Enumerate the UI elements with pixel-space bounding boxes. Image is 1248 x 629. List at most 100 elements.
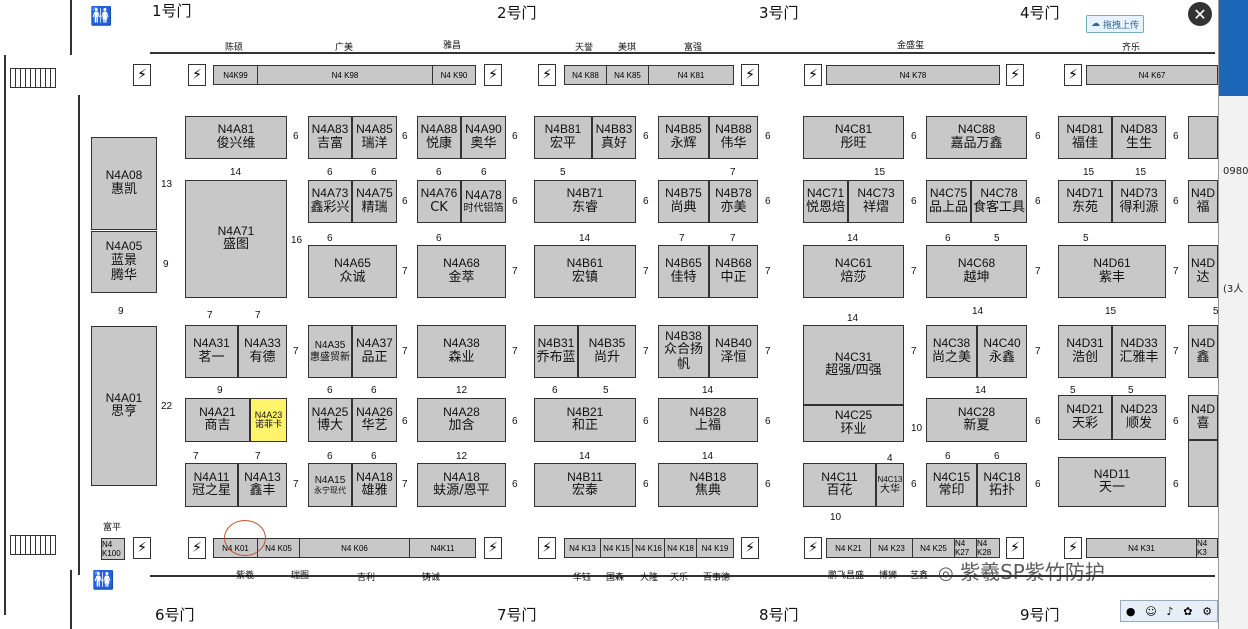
booth-n4b85[interactable]: N4B85 永辉 [658,116,709,159]
booth-n4b11[interactable]: N4B11 宏泰 [534,463,636,507]
booth-partial[interactable]: N4D 达 [1188,245,1218,298]
booth-n4c38[interactable]: N4C38 尚之美 [926,325,977,378]
booth-n4c75[interactable]: N4C75 品上品 [926,180,971,223]
booth-n4c71[interactable]: N4C71 悦恩焙 [803,180,848,223]
strip-cell[interactable]: N4 K25 [913,539,955,557]
strip-cell[interactable]: N4 K23 [871,539,913,557]
strip-cell[interactable]: N4 K100 [102,539,124,559]
strip-cell[interactable]: N4 K27 [955,539,977,557]
booth-n4d71[interactable]: N4D71 东苑 [1058,180,1112,223]
booth-n4c61[interactable]: N4C61 焙莎 [803,245,904,298]
booth-n4c81[interactable]: N4C81 彤旺 [803,116,904,159]
booth-n4a35[interactable]: N4A35 惠盛贸新 [308,325,352,378]
booth-partial[interactable]: N4D 福 [1188,180,1218,223]
strip-cell[interactable]: N4 K16 [633,539,665,557]
booth-n4a13[interactable]: N4A13 鑫丰 [238,463,287,507]
toolbar-icon[interactable]: ✿ [1183,604,1193,618]
booth-n4a31[interactable]: N4A31 茗一 [185,325,238,378]
booth-n4d11[interactable]: N4D11 天一 [1058,457,1166,507]
booth-n4d83[interactable]: N4D83 生生 [1112,116,1166,159]
booth-partial[interactable]: N4D 喜 [1188,395,1218,440]
booth-n4a15[interactable]: N4A15 永宁现代 [308,463,352,507]
booth-n4c78[interactable]: N4C78 食客工具 [971,180,1027,223]
booth-n4a90[interactable]: N4A90 奥华 [461,116,506,159]
booth-n4b40[interactable]: N4B40 泽恒 [709,325,758,378]
strip-cell[interactable]: N4 K15 [601,539,633,557]
booth-n4b31[interactable]: N4B31 乔布蓝 [534,325,578,378]
booth-partial[interactable] [1188,116,1218,159]
strip-cell[interactable]: N4 K81 [649,66,733,84]
booth-n4c40[interactable]: N4C40 永鑫 [977,325,1027,378]
booth-n4b21[interactable]: N4B21 和正 [534,398,636,442]
booth-n4b78[interactable]: N4B78 亦美 [709,180,758,223]
booth-n4a88[interactable]: N4A88 悦康 [417,116,461,159]
strip-cell[interactable]: N4 K06 [300,539,410,557]
strip-cell[interactable]: N4 K31 [1087,539,1197,557]
booth-n4b75[interactable]: N4B75 尚典 [658,180,709,223]
booth-n4a23[interactable]: N4A23 诺菲卡 [250,398,287,442]
booth-n4a01[interactable]: N4A01 思亨 [91,326,157,486]
booth-n4d21[interactable]: N4D21 天彩 [1058,395,1112,440]
booth-n4a76[interactable]: N4A76 CK [417,180,461,223]
strip-cell[interactable]: N4 K05 [258,539,300,557]
booth-n4d31[interactable]: N4D31 浩创 [1058,325,1112,378]
booth-n4a83[interactable]: N4A83 吉富 [308,116,352,159]
booth-n4b38[interactable]: N4B38 众合扬帆 [658,325,709,378]
strip-cell[interactable]: N4 K85 [607,66,649,84]
upload-button[interactable]: ☁ 拖拽上传 [1086,15,1145,33]
booth-n4b83[interactable]: N4B83 真好 [592,116,636,159]
booth-n4a75[interactable]: N4A75 精瑞 [352,180,397,223]
booth-n4a81[interactable]: N4A81 俊兴维 [185,116,287,159]
booth-n4a38[interactable]: N4A38 森业 [417,325,506,378]
close-button[interactable]: ✕ [1188,2,1212,26]
booth-n4a68[interactable]: N4A68 金萃 [417,245,506,298]
strip-cell[interactable]: N4 K3 [1197,539,1217,557]
booth-n4a78[interactable]: N4A78 时代铝箔 [461,180,506,223]
booth-n4a21[interactable]: N4A21 商吉 [185,398,250,442]
booth-n4a18-large[interactable]: N4A18 蚨源/恩平 [417,463,506,507]
booth-n4b65[interactable]: N4B65 佳特 [658,245,709,298]
booth-n4d33[interactable]: N4D33 汇雅丰 [1112,325,1166,378]
booth-n4d61[interactable]: N4D61 紫丰 [1058,245,1166,298]
booth-n4c13[interactable]: N4C13 大华 [876,463,904,507]
strip-cell[interactable]: N4K99 [214,66,258,84]
mini-toolbar[interactable]: ● ☺ ♪ ✿ ⚙ [1120,600,1218,622]
toolbar-icon[interactable]: ☺ [1145,604,1157,618]
booth-n4a85[interactable]: N4A85 瑞洋 [352,116,397,159]
booth-n4a33[interactable]: N4A33 有德 [238,325,287,378]
booth-partial[interactable]: N4D 鑫 [1188,325,1218,378]
booth-partial[interactable] [1188,440,1218,507]
strip-cell[interactable]: N4 K13 [565,539,601,557]
booth-n4c11[interactable]: N4C11 百花 [803,463,876,507]
toolbar-icon[interactable]: ♪ [1166,604,1174,618]
booth-n4b18[interactable]: N4B18 焦典 [658,463,758,507]
booth-n4d73[interactable]: N4D73 得利源 [1112,180,1166,223]
strip-cell[interactable]: N4 K28 [977,539,999,557]
booth-n4b71[interactable]: N4B71 东睿 [534,180,636,223]
booth-n4a08[interactable]: N4A08 惠凯 [91,137,157,230]
booth-n4a71[interactable]: N4A71 盛图 [185,180,287,298]
booth-n4c88[interactable]: N4C88 嘉品万鑫 [926,116,1027,159]
booth-n4d23[interactable]: N4D23 顺发 [1112,395,1166,440]
strip-cell[interactable]: N4K11 [410,539,475,557]
gear-icon[interactable]: ⚙ [1202,604,1213,618]
booth-n4a26[interactable]: N4A26 华艺 [352,398,397,442]
booth-n4c31[interactable]: N4C31 超强/四强 [803,325,904,405]
strip-cell[interactable]: N4 K88 [565,66,607,84]
booth-n4a28[interactable]: N4A28 加含 [417,398,506,442]
booth-n4b28[interactable]: N4B28 上福 [658,398,758,442]
booth-n4a11[interactable]: N4A11 冠之星 [185,463,238,507]
booth-n4a73[interactable]: N4A73 鑫彩兴 [308,180,352,223]
booth-n4a05[interactable]: N4A05 蓝景 腾华 [91,231,157,293]
booth-n4a25[interactable]: N4A25 博大 [308,398,352,442]
booth-n4a65[interactable]: N4A65 众诚 [308,245,397,298]
booth-n4c25[interactable]: N4C25 环业 [803,405,904,442]
booth-n4b88[interactable]: N4B88 伟华 [709,116,758,159]
strip-cell[interactable]: N4 K78 [827,66,999,84]
booth-n4b81[interactable]: N4B81 宏平 [534,116,592,159]
toolbar-icon[interactable]: ● [1125,604,1136,618]
strip-cell[interactable]: N4 K67 [1087,66,1217,84]
booth-n4c15[interactable]: N4C15 常印 [926,463,977,507]
strip-cell[interactable]: N4 K18 [665,539,697,557]
strip-cell[interactable]: N4 K98 [258,66,433,84]
